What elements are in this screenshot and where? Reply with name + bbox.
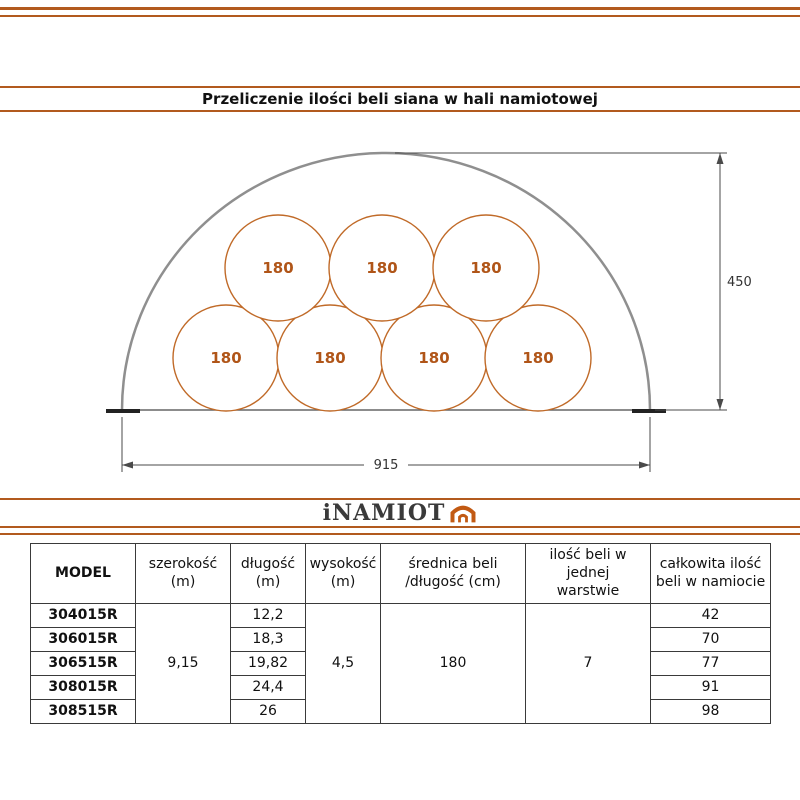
- arrowhead-up-icon: [716, 153, 724, 164]
- logo-text: iNAMIOT: [322, 500, 446, 526]
- arrowhead-right-icon: [639, 461, 650, 469]
- bale-label: 180: [210, 349, 241, 367]
- bale-circle: [432, 214, 540, 322]
- header-line: całkowita ilość: [659, 556, 762, 573]
- header-line: (m): [255, 574, 281, 591]
- total-cell: 42: [650, 602, 771, 628]
- bale-label: 180: [522, 349, 553, 367]
- header-line: beli w namiocie: [655, 574, 766, 591]
- length-cell: 12,2: [230, 602, 306, 628]
- model-cell: 304015R: [30, 602, 136, 628]
- dimension-label-mask: [364, 455, 408, 474]
- model-cell: 306015R: [30, 626, 136, 652]
- bale-label: 180: [366, 259, 397, 277]
- bale-label: 180: [262, 259, 293, 277]
- total-cell: 70: [650, 626, 771, 652]
- header-line: (m): [330, 574, 356, 591]
- bale-row-bottom: [172, 304, 592, 412]
- col-header-per-layer: ilość beli w jednej warstwie: [525, 543, 651, 604]
- header-line: wysokość: [309, 556, 377, 573]
- shared-per-layer-cell: 7: [525, 602, 651, 724]
- length-cell: 24,4: [230, 674, 306, 700]
- model-cell: 306515R: [30, 650, 136, 676]
- length-cell: 18,3: [230, 626, 306, 652]
- header-line: warstwie: [556, 583, 620, 600]
- col-header-width: szerokość (m): [135, 543, 231, 604]
- page-title: Przeliczenie ilości beli siana w hali na…: [202, 90, 598, 108]
- col-header-total: całkowita ilość beli w namiocie: [650, 543, 771, 604]
- col-header-model: MODEL: [30, 543, 136, 604]
- header-line: ilość beli w jednej: [549, 547, 627, 582]
- spec-table: MODEL szerokość (m) długość (m) wysokość…: [30, 543, 771, 724]
- logo-rule-top: [0, 498, 800, 500]
- height-dimension-label: 450: [727, 275, 752, 290]
- width-dimension-label: 915: [374, 458, 399, 473]
- total-cell: 77: [650, 650, 771, 676]
- col-header-height: wysokość (m): [305, 543, 381, 604]
- length-cell: 19,82: [230, 650, 306, 676]
- height-dimension: [395, 152, 727, 411]
- header-line: długość: [240, 556, 296, 573]
- header-line: szerokość: [148, 556, 218, 573]
- bale-labels: 180 180 180 180 180 180 180: [210, 259, 553, 367]
- bale-label: 180: [314, 349, 345, 367]
- tent-diagram: 180 180 180 180 180 180 180 450 915: [0, 140, 800, 485]
- tent-logo-icon: [450, 505, 476, 523]
- model-cell: 308515R: [30, 698, 136, 724]
- length-cell: 26: [230, 698, 306, 724]
- logo-rule-bottom-1: [0, 526, 800, 528]
- table-row: 306515R 19,82 77: [30, 650, 771, 676]
- logo-rule-bottom-2: [0, 533, 800, 535]
- top-rule-2: [0, 15, 800, 17]
- total-cell: 91: [650, 674, 771, 700]
- header-line: średnica beli: [408, 556, 498, 573]
- title-rule-top: [0, 86, 800, 88]
- shared-height-cell: 4,5: [305, 602, 381, 724]
- col-header-diameter: średnica beli /długość (cm): [380, 543, 526, 604]
- arrowhead-left-icon: [122, 461, 133, 469]
- col-header-length: długość (m): [230, 543, 306, 604]
- total-cell: 98: [650, 698, 771, 724]
- shared-diameter-cell: 180: [380, 602, 526, 724]
- header-line: /długość (cm): [405, 574, 501, 591]
- table-row: 304015R 9,15 12,2 4,5 180 7 42: [30, 602, 771, 724]
- table-row: 306015R 18,3 70: [30, 626, 771, 652]
- title-rule-bottom: [0, 110, 800, 112]
- table-row: 308515R 26 98: [30, 698, 771, 724]
- tent-arch: [120, 151, 652, 411]
- model-cell: 308015R: [30, 674, 136, 700]
- tent-diagram-svg: 180 180 180 180 180 180 180 450 915: [106, 151, 752, 474]
- bale-row-top: [224, 214, 540, 322]
- bale-circle: [484, 304, 592, 412]
- bale-label: 180: [418, 349, 449, 367]
- arrowhead-down-icon: [716, 399, 724, 410]
- header-row: MODEL szerokość (m) długość (m) wysokość…: [30, 543, 771, 604]
- top-rule-1: [0, 7, 800, 10]
- header-line: (m): [170, 574, 196, 591]
- bale-label: 180: [470, 259, 501, 277]
- logo: iNAMIOT: [0, 500, 800, 526]
- shared-width-cell: 9,15: [135, 602, 231, 724]
